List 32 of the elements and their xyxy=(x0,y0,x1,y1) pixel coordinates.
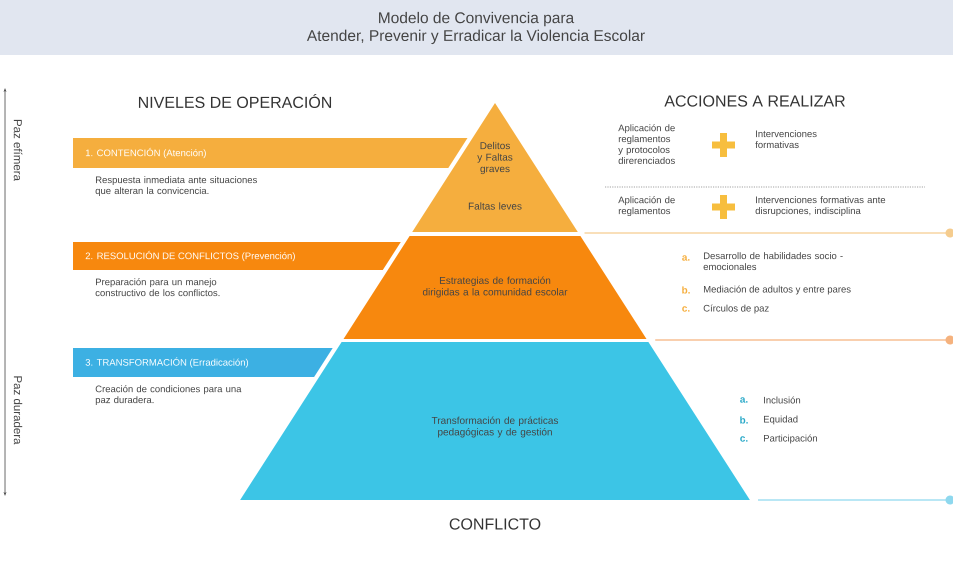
list-item: Círculos de paz xyxy=(704,304,769,314)
action-text: Aplicación de reglamentos xyxy=(618,196,675,216)
list-item: Desarrollo de habilidades socio - emocionales xyxy=(704,252,843,270)
level-band: 1. CONTENCIÓN (Atención) xyxy=(73,138,468,168)
list-marker: b. xyxy=(740,416,748,424)
node-label: 2. RESOLUCIÓN DE CONFLICTOS (Prevención) xyxy=(86,250,295,262)
list-marker: a. xyxy=(682,255,690,261)
list-item: Equidad xyxy=(764,416,798,424)
list-item: Participación xyxy=(764,434,817,444)
level-band: 3. TRANSFORMACIÓN (Erradicación) xyxy=(73,348,333,377)
list-marker: c. xyxy=(682,306,690,312)
list-marker: c. xyxy=(740,436,748,442)
action-text: Aplicación de reglamentos y protocolos direrenciados xyxy=(618,124,675,164)
list-marker: a. xyxy=(740,397,748,403)
axis-label: Paz duradera xyxy=(14,376,22,444)
axis-label: Paz efímera xyxy=(14,120,22,181)
section-heading: NIVELES DE OPERACIÓN xyxy=(138,94,332,108)
list-item: Mediación de adultos y entre pares xyxy=(704,286,851,294)
level-band: 2. RESOLUCIÓN DE CONFLICTOS (Prevención) xyxy=(73,242,401,270)
action-text: Intervenciones formativas xyxy=(755,130,817,148)
title-banner: Modelo de Convivencia para Atender, Prevenir y Erradicar la Violencia Escolar xyxy=(0,0,953,55)
node-label: Faltas leves xyxy=(468,202,522,210)
pyramid-tier: Faltas leves xyxy=(412,187,578,232)
description-text: Creación de condiciones para una paz duradera. xyxy=(96,385,242,406)
list-marker: b. xyxy=(682,286,690,294)
action-text: Intervenciones formativas ante disrupciones, indisciplina xyxy=(756,196,886,216)
node-label: Delitos y Faltas graves xyxy=(477,142,512,174)
node-label: 1. CONTENCIÓN (Atención) xyxy=(86,148,206,158)
list-item: Inclusión xyxy=(764,396,800,404)
pyramid-tier: Delitos y Faltas graves xyxy=(441,103,549,187)
section-heading: ACCIONES A REALIZAR xyxy=(664,95,845,107)
base-label: CONFLICTO xyxy=(450,518,540,530)
